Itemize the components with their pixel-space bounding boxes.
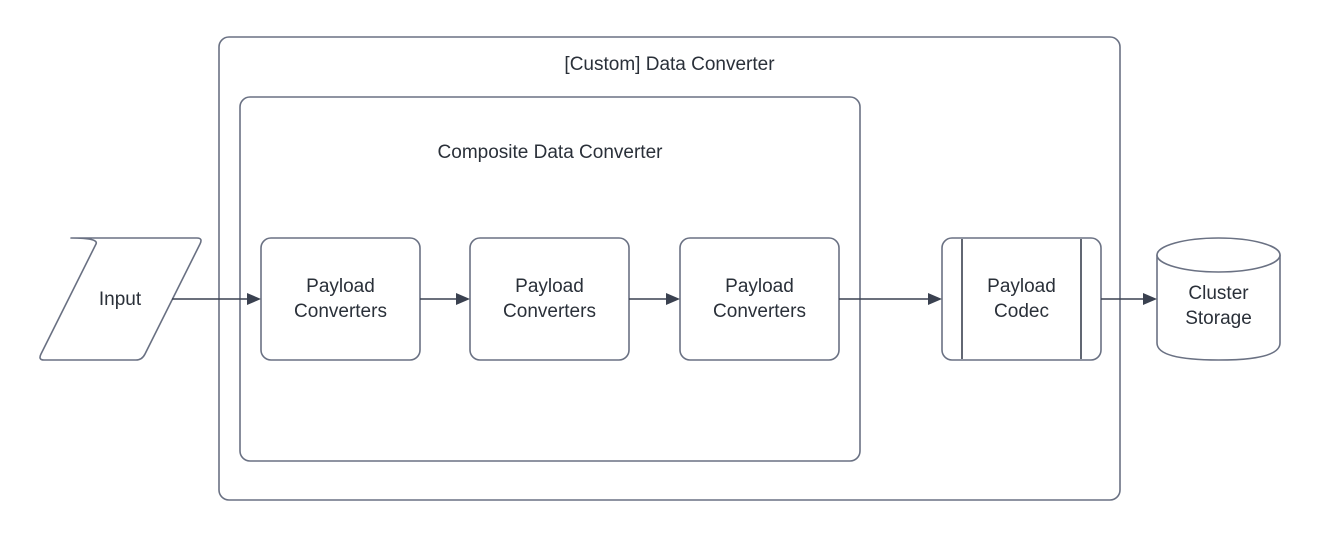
- node-payload-converters-2-shape[interactable]: [469, 237, 630, 361]
- node-input-shape[interactable]: [39, 237, 202, 361]
- node-payload-codec-shape[interactable]: [941, 237, 1102, 361]
- node-payload-converters-1-shape[interactable]: [260, 237, 421, 361]
- container-composite-data-converter: [239, 96, 861, 462]
- node-cluster-storage-top-ellipse: [1156, 237, 1281, 273]
- node-payload-converters-3-shape[interactable]: [679, 237, 840, 361]
- container-custom-data-converter: [218, 36, 1121, 501]
- edge-converters-1-to-2-arrowhead: [456, 293, 470, 305]
- edge-converters-3-to-codec-arrowhead: [928, 293, 942, 305]
- edge-codec-to-storage-arrowhead: [1143, 293, 1157, 305]
- edge-input-to-converters-1-arrowhead: [247, 293, 261, 305]
- edge-converters-2-to-3-arrowhead: [666, 293, 680, 305]
- node-cluster-storage-body[interactable]: [1156, 254, 1281, 361]
